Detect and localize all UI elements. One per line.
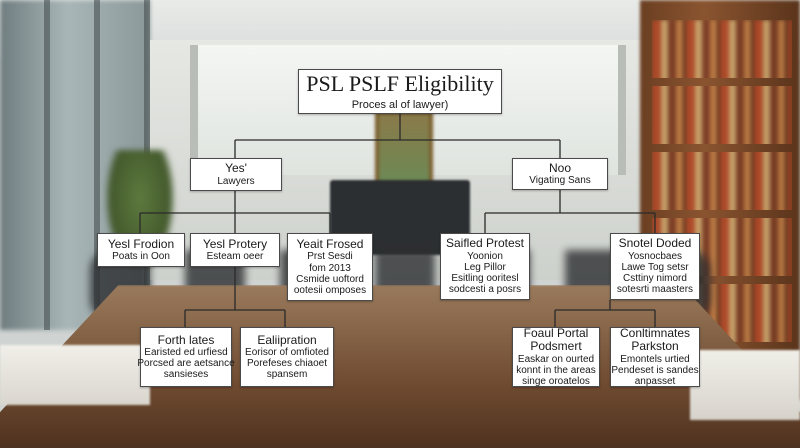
level2-d-line3: Leg Pillor xyxy=(464,262,506,274)
level2-a-line1: Yesl Frodion xyxy=(107,236,175,251)
level3-node-a: Forth lates Earisted ed urfiesd Porcsed … xyxy=(137,327,235,387)
level3-a-line2: Earisted ed urfiesd xyxy=(144,346,228,358)
paper-stack-right xyxy=(690,350,800,420)
level3-c-line3: Easkar on ourted xyxy=(517,353,595,365)
level3-node-d: Conltimnates Parkston Emontels urtied Pe… xyxy=(610,325,700,388)
paper-stack-left xyxy=(0,345,150,405)
level2-e-line5: sotesrti maasters xyxy=(616,284,694,296)
level2-b-line1: Yesl Protery xyxy=(202,236,268,251)
level3-a-line4: sansieses xyxy=(163,369,209,381)
level2-e-line4: Csttiny nimord xyxy=(623,273,687,285)
level3-d-line1: Conltimnates xyxy=(619,325,691,340)
level3-b-line3: Porefeses chiaoet xyxy=(246,358,328,370)
level2-d-line1: Saifled Protest xyxy=(445,236,525,251)
level3-d-line5: anpasset xyxy=(634,376,676,388)
root-node: PSL PSLF Eligibility Proces al of lawyer… xyxy=(298,69,502,114)
level3-c-line1: Foaul Portal xyxy=(523,325,589,340)
level3-a-line1: Forth lates xyxy=(157,332,215,347)
level2-d-line4: Esitling ooritesl xyxy=(451,273,519,285)
level2-e-line2: Yosnocbaes xyxy=(627,250,683,262)
level2-e-line3: Lawe Tog setsr xyxy=(621,262,689,274)
level2-node-e: Snotel Doded Yosnocbaes Lawe Tog setsr C… xyxy=(610,233,700,300)
level3-c-line4: konnt in the areas xyxy=(516,364,596,376)
root-title: PSL PSLF Eligibility xyxy=(306,71,494,97)
level3-c-line5: singe oroatelos xyxy=(522,376,590,388)
level2-d-line2: Yoonion xyxy=(467,250,503,262)
level2-c-line1: Yeait Frosed xyxy=(296,236,364,251)
level2-d-line5: sodcesti a posrs xyxy=(448,284,522,296)
level2-node-c: Yeait Frosed Prst Sesdi fom 2013 Csmide … xyxy=(287,233,373,301)
level3-c-line2: Podsmert xyxy=(530,339,582,354)
level2-c-line2: Prst Sesdi xyxy=(307,251,353,263)
level2-node-a: Yesl Frodion Poats in Oon xyxy=(97,233,185,267)
level3-d-line3: Emontels urtied xyxy=(620,353,690,365)
level3-node-c: Foaul Portal Podsmert Easkar on ourted k… xyxy=(512,325,600,388)
no-title: Noo xyxy=(548,160,571,175)
no-node: Noo Vigating Sans xyxy=(512,158,608,190)
level2-node-d: Saifled Protest Yoonion Leg Pillor Esitl… xyxy=(440,233,530,300)
level3-b-line1: Ealiipration xyxy=(257,332,317,347)
root-subtitle: Proces al of lawyer) xyxy=(351,98,449,111)
level2-node-b: Yesl Protery Esteam oeer xyxy=(190,233,280,267)
level3-b-line4: spansem xyxy=(266,369,308,381)
level3-d-line2: Parkston xyxy=(631,339,679,354)
level3-a-line3: Porcsed are aetsance xyxy=(137,358,235,370)
no-subtitle: Vigating Sans xyxy=(529,175,591,187)
level2-c-line4: Csmide uoftord xyxy=(296,273,364,285)
level2-a-line2: Poats in Oon xyxy=(112,251,170,263)
yes-node: Yes' Lawyers xyxy=(190,158,282,191)
yes-title: Yes' xyxy=(225,161,247,176)
level3-b-line2: Eorisor of omfioted xyxy=(245,346,329,358)
level2-c-line5: ootesii omposes xyxy=(293,284,367,296)
yes-subtitle: Lawyers xyxy=(217,175,255,187)
level3-d-line4: Pendeset is sandes xyxy=(611,364,699,376)
level2-c-line3: fom 2013 xyxy=(309,262,351,274)
level2-e-line1: Snotel Doded xyxy=(618,236,692,251)
level2-b-line2: Esteam oeer xyxy=(206,251,264,263)
level3-node-b: Ealiipration Eorisor of omfioted Porefes… xyxy=(240,327,334,387)
